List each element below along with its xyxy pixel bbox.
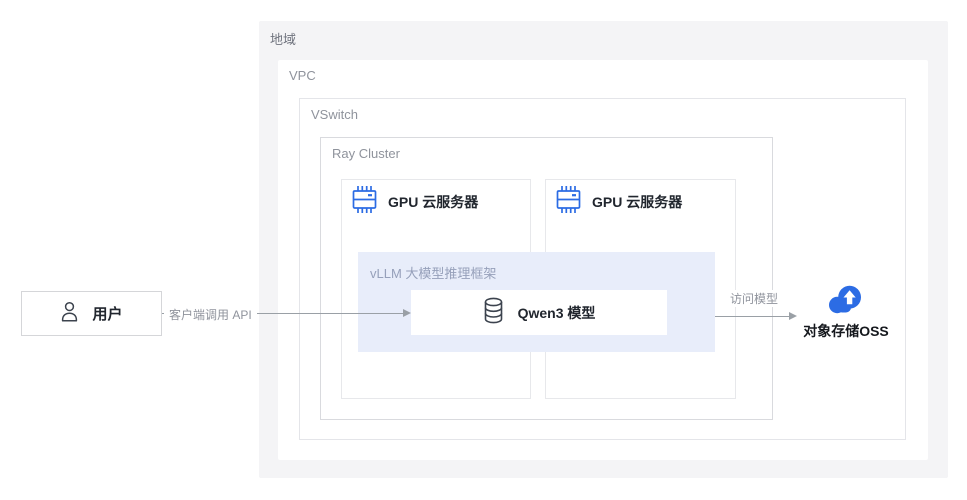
gpu-chip-icon bbox=[555, 184, 582, 220]
database-icon bbox=[483, 297, 504, 329]
person-icon bbox=[60, 301, 79, 327]
gpu-server-row: GPU 云服务器 bbox=[351, 184, 479, 220]
gpu-server-row: GPU 云服务器 bbox=[555, 184, 683, 220]
oss-label: 对象存储OSS bbox=[803, 323, 889, 339]
arrowhead-icon bbox=[789, 311, 797, 320]
oss-cloud-icon bbox=[828, 285, 862, 314]
arrowhead-icon bbox=[403, 308, 411, 317]
qwen-model-label: Qwen3 模型 bbox=[517, 304, 596, 321]
vllm-label: vLLM 大模型推理框架 bbox=[370, 266, 497, 281]
vpc-label: VPC bbox=[289, 68, 316, 83]
edge-client-api-label: 客户端调用 API bbox=[164, 306, 257, 323]
user-box: 用户 bbox=[21, 291, 162, 336]
ray-cluster-label: Ray Cluster bbox=[332, 146, 400, 161]
edge-access-model-line bbox=[715, 316, 789, 317]
user-label: 用户 bbox=[92, 306, 123, 323]
qwen-model-box: Qwen3 模型 bbox=[411, 290, 667, 335]
gpu-server-label: GPU 云服务器 bbox=[592, 193, 683, 210]
edge-client-api-line bbox=[162, 313, 403, 314]
vswitch-label: VSwitch bbox=[311, 107, 358, 122]
gpu-chip-icon bbox=[351, 184, 378, 220]
region-label: 地域 bbox=[270, 32, 297, 47]
gpu-server-label: GPU 云服务器 bbox=[388, 193, 479, 210]
edge-access-model-label: 访问模型 bbox=[725, 290, 784, 307]
